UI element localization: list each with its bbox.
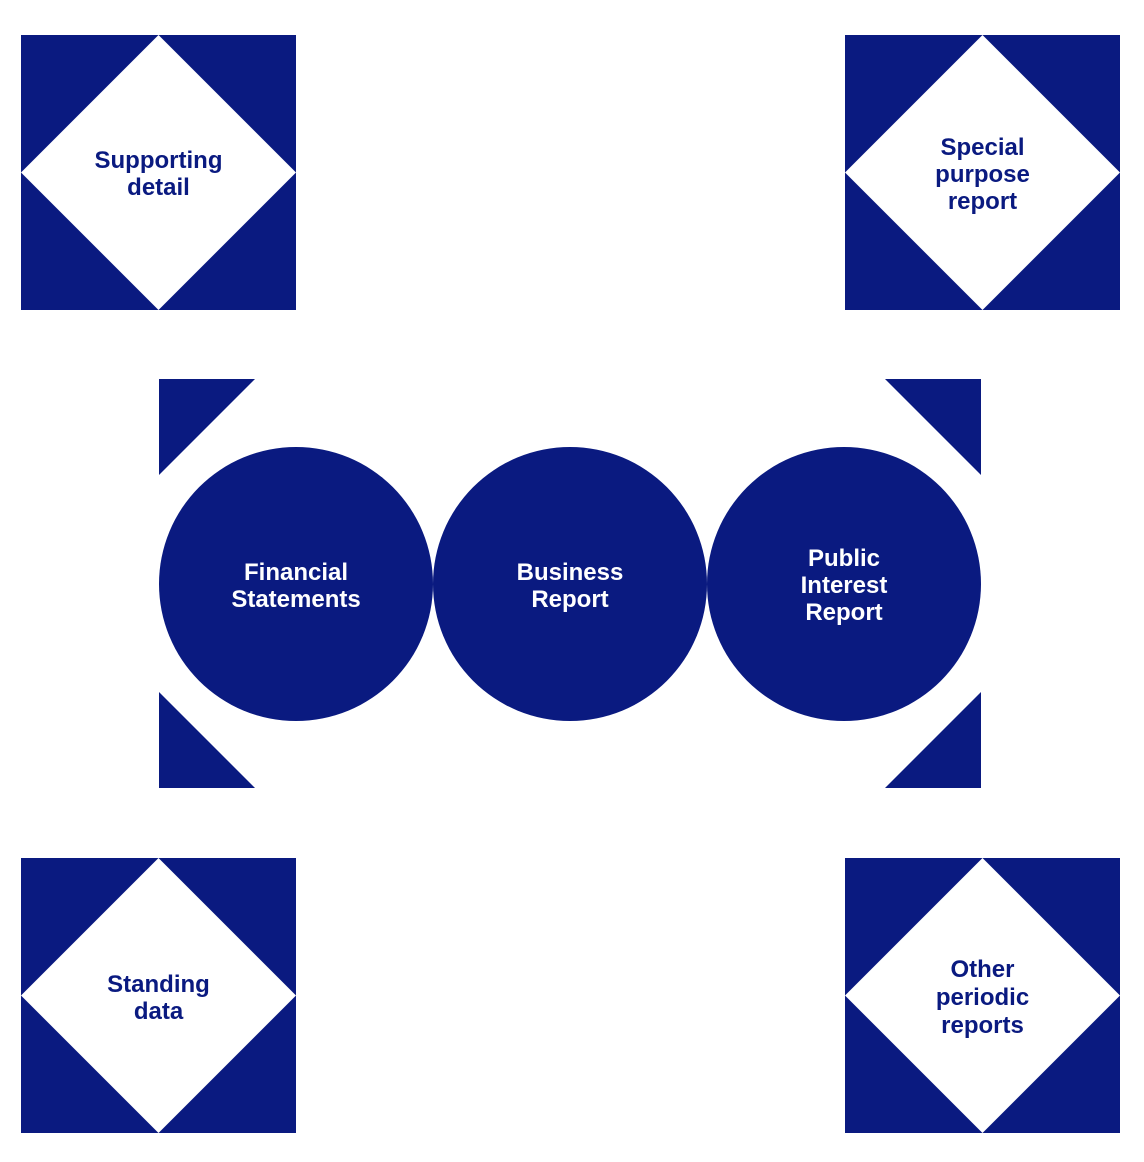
corner-label-line: purpose (935, 161, 1030, 188)
circle-shape (159, 447, 433, 721)
corner-box-supporting-detail: Supporting detail (21, 35, 296, 310)
top-right-triangle (885, 379, 981, 475)
top-left-triangle (159, 379, 255, 475)
box-diamond (845, 858, 1120, 1133)
circle-shape (433, 447, 707, 721)
corner-label-line: report (948, 188, 1017, 215)
circle-financial-statements: Financial Statements (159, 447, 433, 721)
circle-label-line: Public (808, 545, 880, 572)
box-diamond (21, 858, 296, 1133)
circle-label-line: Statements (231, 586, 360, 613)
corner-label-line: Standing (107, 971, 210, 998)
corner-box-special-purpose-report: Special purpose report (845, 35, 1120, 310)
corner-label-line: Other (950, 956, 1014, 983)
corner-label-line: Supporting (95, 147, 223, 174)
bottom-right-triangle (885, 692, 981, 788)
circle-label-line: Business (517, 559, 624, 586)
box-diamond (845, 35, 1120, 310)
circle-public-interest-report: Public Interest Report (707, 447, 981, 721)
corner-label-line: reports (941, 1012, 1024, 1039)
corner-label-line: detail (127, 174, 190, 201)
corner-box-standing-data: Standing data (21, 858, 296, 1133)
circle-shape (707, 447, 981, 721)
box-diamond (21, 35, 296, 310)
circle-business-report: Business Report (433, 447, 707, 721)
corner-box-other-periodic-reports: Other periodic reports (845, 858, 1120, 1133)
circle-label-line: Interest (801, 572, 888, 599)
circle-label-line: Financial (244, 559, 348, 586)
corner-label-line: data (134, 998, 184, 1025)
circle-label-line: Report (531, 586, 608, 613)
bottom-left-triangle (159, 692, 255, 788)
circle-label-line: Report (805, 599, 882, 626)
corner-label-line: periodic (936, 984, 1029, 1011)
corner-label-line: Special (940, 134, 1024, 161)
